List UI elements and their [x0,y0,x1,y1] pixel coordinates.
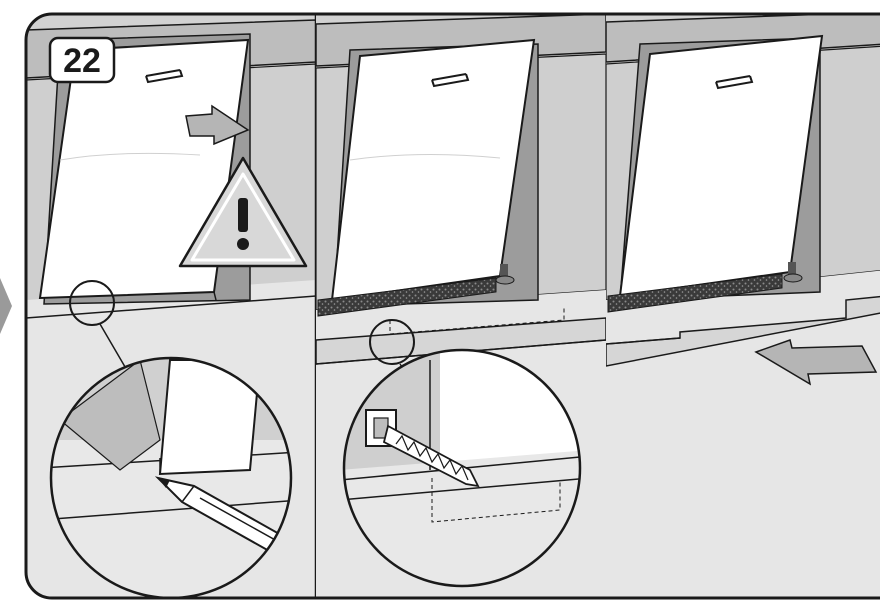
cut-panel [316,14,606,600]
step-number-badge: 22 [50,38,114,82]
step-number: 22 [63,42,101,80]
mark-panel: 22 [26,14,316,600]
fit-panel [606,12,880,598]
dishwasher-door-panel-3 [620,36,822,296]
previous-step-arrow [0,278,12,334]
